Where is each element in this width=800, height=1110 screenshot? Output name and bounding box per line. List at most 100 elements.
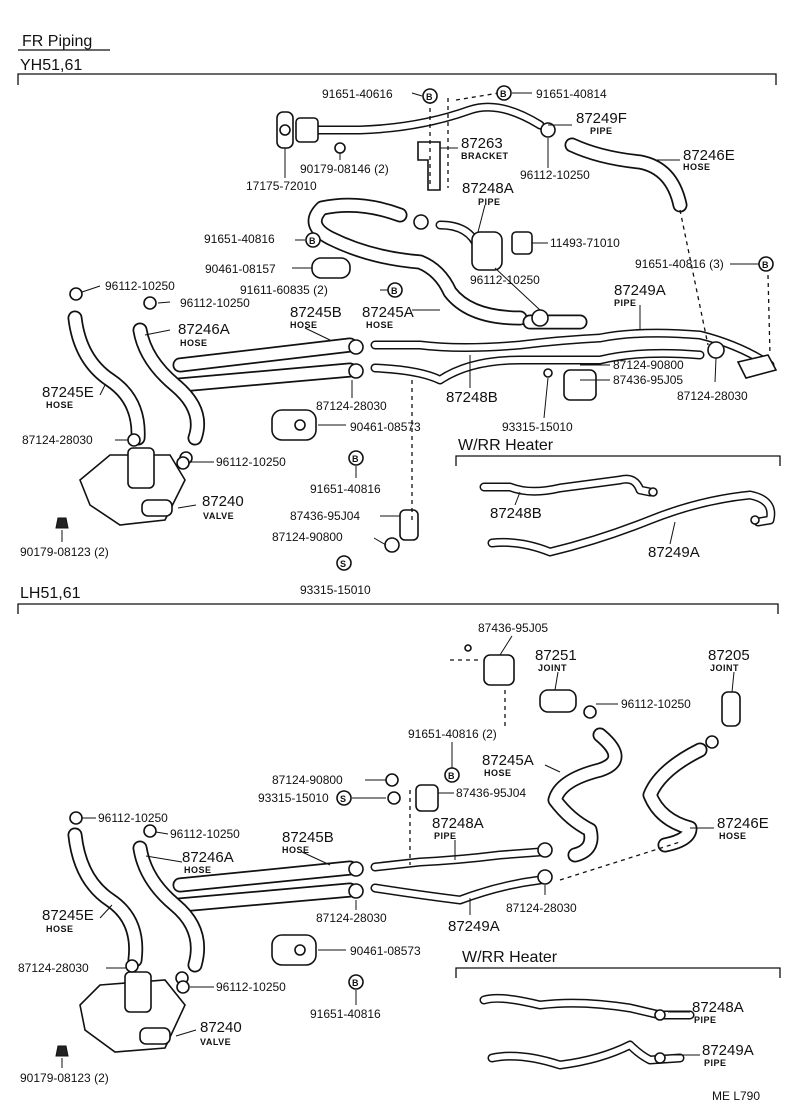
part-sublabel: HOSE: [184, 865, 212, 875]
part-label: 87240: [202, 493, 244, 510]
svg-text:B: B: [352, 454, 359, 464]
part-label: 96112-10250: [180, 296, 250, 310]
part-label: 87436-95J04: [456, 786, 526, 800]
part-label: 90461-08157: [205, 262, 276, 276]
part-sublabel: HOSE: [683, 162, 711, 172]
marker-b-2: B: [496, 85, 512, 101]
part-label: 91651-40816 (3): [635, 257, 724, 271]
part-label: 96112-10250: [621, 697, 691, 711]
svg-text:B: B: [391, 286, 398, 296]
part-label: 17175-72010: [246, 179, 317, 193]
part-label: 87246A: [182, 849, 234, 866]
part-label: 90461-08573: [350, 420, 421, 434]
subpanel-title-yh: W/RR Heater: [458, 437, 554, 454]
section-title-yh: YH51,61: [20, 57, 82, 74]
part-sublabel: PIPE: [704, 1058, 727, 1068]
part-label: 87246E: [717, 815, 769, 832]
part-label: 93315-15010: [258, 791, 329, 805]
part-label: 87246A: [178, 321, 230, 338]
part-label: 96112-10250: [105, 279, 175, 293]
part-label: 87245E: [42, 907, 94, 924]
part-label: 87246E: [683, 147, 735, 164]
section-frame-yh: [17, 73, 777, 85]
part-label: 87240: [200, 1019, 242, 1036]
part-label: 87249A: [448, 918, 500, 935]
part-sublabel: HOSE: [180, 338, 208, 348]
part-label: 87251: [535, 647, 577, 664]
part-sublabel: PIPE: [434, 831, 457, 841]
part-label: 11493-71010: [550, 236, 620, 250]
part-label: 90179-08123 (2): [20, 545, 109, 559]
part-label: 87124-28030: [316, 911, 387, 925]
marker-b-8: B: [348, 974, 364, 990]
subpanel-lh: W/RR Heater 87248A PIPE 87249A PIPE: [455, 949, 781, 1070]
part-label: 87248B: [446, 389, 498, 406]
part-label: 87124-28030: [316, 399, 387, 413]
marker-b-1: B: [422, 88, 438, 104]
part-sublabel: HOSE: [46, 924, 74, 934]
part-sublabel: PIPE: [590, 126, 613, 136]
part-label: 91651-40814: [536, 87, 607, 101]
part-label: 91651-40816 (2): [408, 727, 497, 741]
part-sublabel: HOSE: [290, 320, 318, 330]
svg-text:B: B: [309, 236, 316, 246]
part-label: 96112-10250: [470, 273, 540, 287]
part-label: 87124-90800: [613, 358, 684, 372]
part-label: 87249A: [702, 1042, 754, 1059]
part-sublabel: PIPE: [694, 1015, 717, 1025]
part-label: 87248B: [490, 505, 542, 522]
part-label: 87436-95J04: [290, 509, 360, 523]
section-lh-drawing: [55, 644, 741, 1057]
part-label: 87263: [461, 135, 503, 152]
part-sublabel: JOINT: [710, 663, 739, 673]
part-sublabel: HOSE: [282, 845, 310, 855]
marker-s-2: S: [336, 790, 352, 806]
marker-b-6: B: [348, 450, 364, 466]
marker-s-1: S: [336, 555, 352, 571]
part-sublabel: VALVE: [203, 511, 234, 521]
part-label: 96112-10250: [520, 168, 590, 182]
subpanel-yh: W/RR Heater 87248B 87249A: [455, 437, 781, 561]
marker-b-3: B: [305, 232, 321, 248]
part-label: 90461-08573: [350, 944, 421, 958]
svg-text:B: B: [762, 260, 769, 270]
section-frame-lh: [17, 603, 779, 614]
part-label: 87124-90800: [272, 530, 343, 544]
part-label: 87124-28030: [22, 433, 93, 447]
part-label: 90179-08123 (2): [20, 1071, 109, 1085]
part-label: 87436-95J05: [478, 621, 548, 635]
part-label: 96112-10250: [216, 455, 286, 469]
part-label: 91651-40816: [310, 1007, 381, 1021]
part-label: 96112-10250: [216, 980, 286, 994]
svg-text:B: B: [352, 978, 359, 988]
part-label: 87124-28030: [18, 961, 89, 975]
figure-code: ME L790: [712, 1089, 760, 1103]
diagram-title: FR Piping: [22, 33, 92, 50]
part-label: 87205: [708, 647, 750, 664]
leaders-yh: [61, 92, 759, 546]
part-sublabel: BRACKET: [461, 151, 509, 161]
marker-b-4: B: [387, 282, 403, 298]
part-label: 91651-40816: [204, 232, 275, 246]
part-label: 96112-10250: [170, 827, 240, 841]
part-label: 93315-15010: [300, 583, 371, 597]
part-label: 87245E: [42, 384, 94, 401]
part-label: 87245A: [362, 304, 414, 321]
part-label: 87124-90800: [272, 773, 343, 787]
part-sublabel: JOINT: [538, 663, 567, 673]
part-sublabel: HOSE: [719, 831, 747, 841]
svg-text:B: B: [448, 771, 455, 781]
part-label: 87249F: [576, 110, 627, 127]
part-label: 87248A: [432, 815, 484, 832]
part-label: 91651-40816: [310, 482, 381, 496]
marker-b-7: B: [444, 767, 460, 783]
part-sublabel: HOSE: [46, 400, 74, 410]
part-label: 87245B: [290, 304, 342, 321]
part-sublabel: VALVE: [200, 1037, 231, 1047]
part-label: 91651-40616: [322, 87, 393, 101]
labels-yh: 91651-40616 91651-40814 87249F PIPE 8726…: [20, 87, 748, 597]
svg-text:S: S: [340, 794, 347, 804]
part-label: 87248A: [692, 999, 744, 1016]
part-sublabel: PIPE: [614, 298, 637, 308]
